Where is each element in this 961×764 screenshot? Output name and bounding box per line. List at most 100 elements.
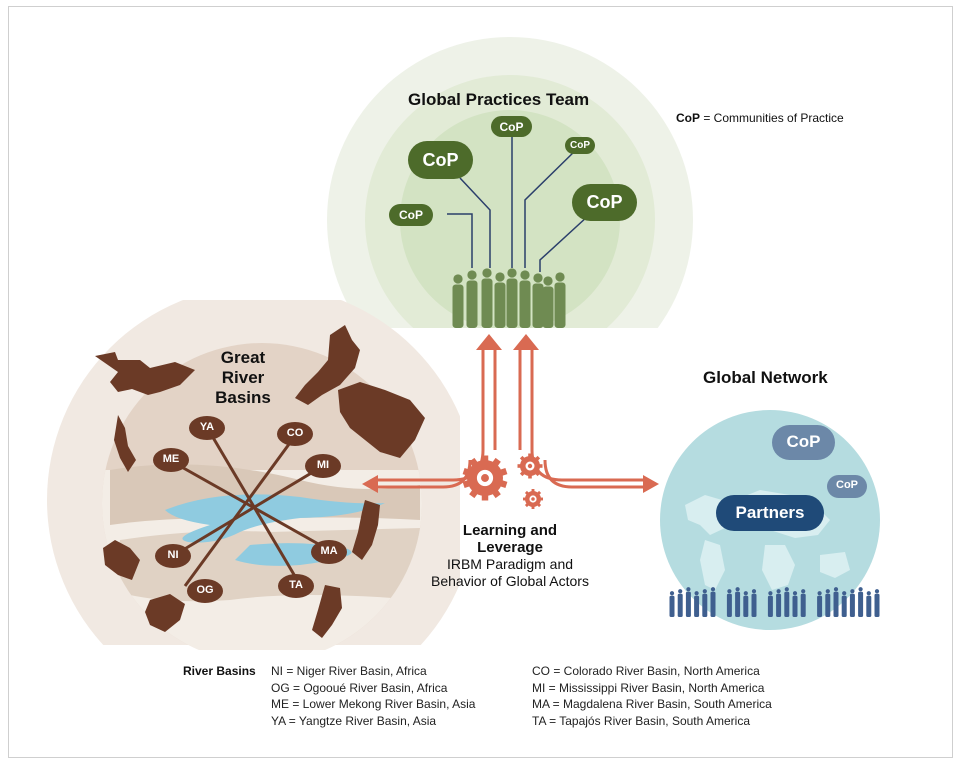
person-head — [533, 273, 543, 283]
person-body — [726, 593, 732, 617]
person-head — [768, 591, 773, 596]
person-body — [776, 593, 782, 617]
person-head — [735, 587, 740, 592]
person-body — [685, 591, 691, 617]
person-head — [874, 589, 880, 594]
network-bubbles — [716, 425, 867, 531]
legend-right-column: CO = Colorado River Basin, North America… — [532, 663, 772, 729]
person-body — [542, 286, 554, 328]
basin-map-shapes — [95, 325, 425, 638]
cop-badge-tiny: CoP — [570, 140, 590, 151]
gears-icon — [462, 453, 543, 509]
person-body — [710, 591, 716, 617]
basin-code-me: ME — [162, 453, 180, 465]
center-line-2: Leverage — [477, 539, 543, 556]
person-body — [554, 282, 566, 328]
cop-definition-text: = Communities of Practice — [700, 111, 844, 125]
cop-badge-small-left: CoP — [399, 208, 423, 222]
cop-badge-large-left: CoP — [422, 150, 459, 170]
person-head — [467, 270, 477, 280]
legend-left-column: NI = Niger River Basin, Africa OG = Ogoo… — [271, 663, 475, 729]
gear-hub — [481, 474, 489, 482]
person-head — [825, 589, 830, 594]
person-body — [519, 280, 531, 328]
legend-item: CO = Colorado River Basin, North America — [532, 664, 760, 678]
person-head — [507, 268, 517, 278]
person-head — [866, 591, 871, 596]
legend-heading: River Basins — [183, 664, 256, 678]
legend-item: ME = Lower Mekong River Basin, Asia — [271, 697, 476, 711]
cop-badge-network-small: CoP — [836, 479, 858, 491]
person-body — [866, 595, 872, 617]
person-body — [849, 593, 855, 617]
person-head — [702, 589, 707, 594]
person-head — [833, 587, 839, 592]
basin-code-mi: MI — [316, 459, 330, 471]
person-head — [784, 587, 789, 592]
person-body — [825, 593, 831, 617]
person-body — [751, 593, 757, 617]
basin-code-og: OG — [196, 584, 214, 596]
person-head — [801, 589, 806, 594]
person-body — [792, 595, 798, 617]
global-network-title: Global Network — [703, 368, 828, 387]
legend-item: OG = Ogooué River Basin, Africa — [271, 680, 448, 695]
person-body — [858, 591, 864, 617]
person-body — [743, 595, 749, 617]
person-head — [694, 591, 699, 596]
global-practices-title: Global Practices Team — [408, 90, 590, 109]
person-head — [776, 589, 781, 594]
great-river-title: Great River Basins — [215, 348, 271, 407]
person-head — [751, 589, 757, 594]
global-practices-halo — [327, 37, 693, 328]
legend-item: MA = Magdalena River Basin, South Americ… — [532, 697, 772, 711]
person-body — [494, 282, 506, 328]
person-body — [767, 595, 773, 617]
person-head — [495, 272, 505, 282]
person-body — [677, 593, 683, 617]
person-head — [727, 589, 732, 594]
person-head — [850, 589, 855, 594]
legend-item: TA = Tapajós River Basin, South America — [532, 713, 750, 728]
person-head — [792, 591, 798, 596]
cop-badge-top: CoP — [499, 120, 524, 134]
person-body — [452, 284, 464, 328]
person-head — [482, 268, 492, 278]
person-body — [669, 595, 675, 617]
leverage-arrows — [378, 350, 643, 489]
person-head — [678, 589, 683, 594]
basin-code-ni: NI — [167, 549, 179, 561]
person-head — [858, 587, 863, 592]
gear-hub — [531, 497, 535, 501]
person-head — [555, 272, 565, 282]
basin-spokes — [170, 428, 330, 587]
legend-item: YA = Yangtze River Basin, Asia — [271, 713, 437, 728]
gear-hub — [527, 463, 533, 469]
cop-connector-lines — [447, 135, 601, 272]
person-body — [481, 278, 493, 328]
arrow-heads — [362, 334, 659, 493]
cop-bubbles-top — [389, 116, 637, 226]
person-body — [694, 595, 700, 617]
cop-definition: CoP = Communities of Practice — [676, 111, 844, 125]
center-line-1: Learning and — [462, 522, 558, 539]
person-head — [710, 587, 716, 592]
person-body — [532, 283, 544, 328]
network-people-silhouettes — [669, 587, 880, 617]
person-body — [784, 591, 790, 617]
person-head — [669, 591, 675, 596]
person-head — [453, 274, 463, 284]
basin-code-ya: YA — [199, 421, 215, 433]
person-body — [506, 278, 518, 328]
person-head — [817, 591, 822, 596]
person-head — [686, 587, 691, 592]
learning-leverage-text: Learning and Leverage IRBM Paradigm and … — [400, 522, 620, 590]
person-body — [841, 595, 847, 617]
person-body — [735, 591, 741, 617]
basin-code-ta: TA — [289, 579, 303, 591]
person-body — [833, 591, 839, 617]
center-line-4: Behavior of Global Actors — [431, 573, 589, 589]
person-body — [466, 280, 478, 328]
person-body — [817, 595, 823, 617]
